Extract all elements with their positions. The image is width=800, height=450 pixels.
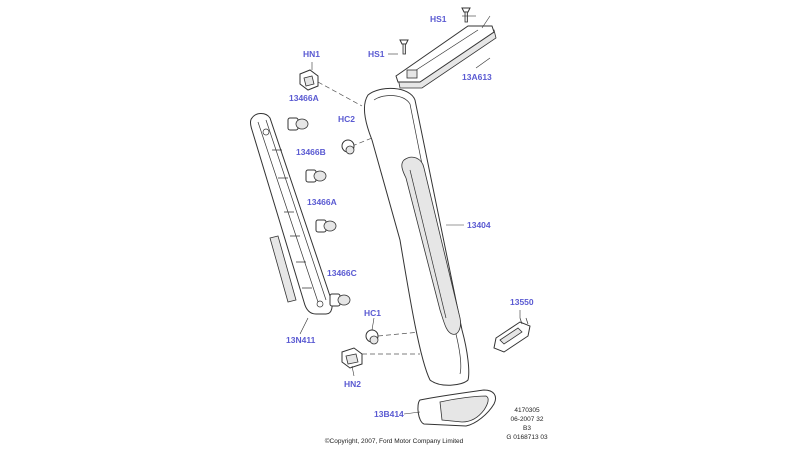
label-13466c: 13466C [327,268,357,278]
screw-hs1-mid [399,39,409,55]
label-13a613: 13A613 [462,72,492,82]
trim-piece-13a613 [395,15,497,89]
label-13466b: 13466B [296,147,326,157]
reference-line-4: G 0168713 03 [506,434,548,441]
bulb-13466a-top [287,117,309,131]
label-13404: 13404 [467,220,491,230]
label-hs1-top: HS1 [430,14,447,24]
leader-lines [299,15,521,415]
clip-hn1 [299,69,319,91]
clip-hc2 [341,139,355,155]
label-hc2: HC2 [338,114,355,124]
screw-hs1-top [461,7,471,23]
label-hn1: HN1 [303,49,320,59]
lamp-assembly-13n411 [250,113,333,315]
part-labels: HS1 HS1 13A613 HN1 13466A HC2 13466B 134… [286,14,534,419]
label-hn2: HN2 [344,379,361,389]
label-13466a-top: 13466A [289,93,319,103]
copyright-notice: ©Copyright, 2007, Ford Motor Company Lim… [325,437,464,445]
alignment-lines [317,81,421,355]
reference-line-1: 4170305 [514,407,540,414]
reference-line-2: 06-2007 32 [511,416,544,423]
label-13b414: 13B414 [374,409,404,419]
reference-line-3: B3 [523,425,531,432]
clip-hn2 [341,347,363,369]
bracket-13550 [493,317,531,353]
label-13550: 13550 [510,297,534,307]
bulb-13466a-mid [315,219,337,233]
clip-hc1 [365,329,379,345]
reference-block: 4170305 06-2007 32 B3 G 0168713 03 [506,407,548,441]
label-13n411: 13N411 [286,335,316,345]
bulb-13466c [329,293,351,307]
label-hc1: HC1 [364,308,381,318]
lens-13b414 [417,389,497,427]
bulb-13466b [305,169,327,183]
label-hs1-mid: HS1 [368,49,385,59]
label-13466a-mid: 13466A [307,197,337,207]
pillar-trim-13404 [364,87,470,386]
